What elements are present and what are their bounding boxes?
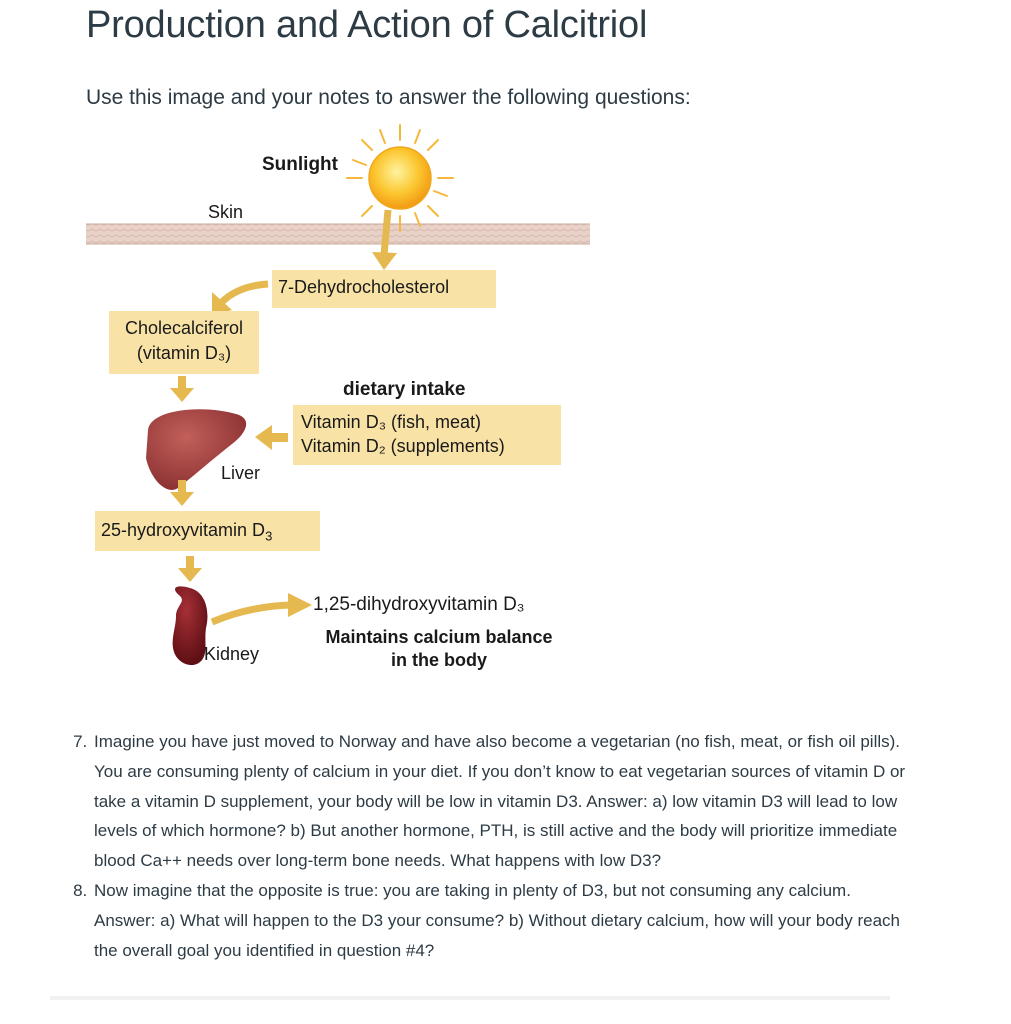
liver-icon <box>146 409 247 490</box>
to-liver-arrow <box>170 376 194 402</box>
to-kidney-arrow <box>178 556 202 582</box>
question-list: Imagine you have just moved to Norway an… <box>58 727 912 965</box>
calcium-balance-line1: Maintains calcium balance <box>325 627 553 647</box>
liver-label: Liver <box>221 463 261 483</box>
calcitriol-diagram: Sunlight Skin 7-Dehydrocholesterol Chole… <box>86 124 590 672</box>
kidney-icon <box>172 586 208 666</box>
calcium-balance-text: Maintains calcium balance in the body <box>296 626 582 672</box>
hydroxyvitamin-subscript: 3 <box>265 528 273 544</box>
calcitriol-arrow <box>210 593 312 626</box>
question-8: Now imagine that the opposite is true: y… <box>92 876 912 965</box>
sun-icon <box>346 124 454 232</box>
dietary-arrow <box>255 425 288 450</box>
dietary-d2-source: Vitamin D₂ (supplements) <box>301 436 505 456</box>
to-hydroxy-arrow <box>170 480 194 506</box>
hydroxyvitamin-label: 25-hydroxyvitamin D <box>101 520 266 540</box>
skin-label: Skin <box>208 202 244 222</box>
page-title: Production and Action of Calcitriol <box>86 4 648 46</box>
calcium-balance-line2: in the body <box>391 650 487 670</box>
dehydrocholesterol-box: 7-Dehydrocholesterol <box>272 270 496 308</box>
dihydroxyvitamin-label: 1,25-dihydroxyvitamin D₃ <box>313 594 525 615</box>
dietary-d3-source: Vitamin D₃ (fish, meat) <box>301 412 482 432</box>
diagram-graphics <box>86 124 590 666</box>
cholecalciferol-name: Cholecalciferol <box>124 318 244 338</box>
cholecalciferol-box: Cholecalciferol (vitamin D₃) <box>109 311 259 374</box>
dietary-intake-box: Vitamin D₃ (fish, meat) Vitamin D₂ (supp… <box>293 405 561 465</box>
cholecalciferol-alias: (vitamin D₃) <box>136 343 232 363</box>
dehydrocholesterol-label: 7-Dehydrocholesterol <box>278 277 450 297</box>
conversion-arrow <box>212 280 269 316</box>
sunlight-arrow <box>372 209 397 270</box>
hydroxyvitamin-box: 25-hydroxyvitamin D3 <box>95 511 320 551</box>
kidney-label: Kidney <box>204 644 260 664</box>
question-7: Imagine you have just moved to Norway an… <box>92 727 912 876</box>
sunlight-label: Sunlight <box>262 154 338 175</box>
skin-layer <box>86 224 590 244</box>
dietary-intake-title: dietary intake <box>343 379 466 400</box>
instructions-text: Use this image and your notes to answer … <box>86 86 691 109</box>
bottom-divider <box>50 996 890 1000</box>
